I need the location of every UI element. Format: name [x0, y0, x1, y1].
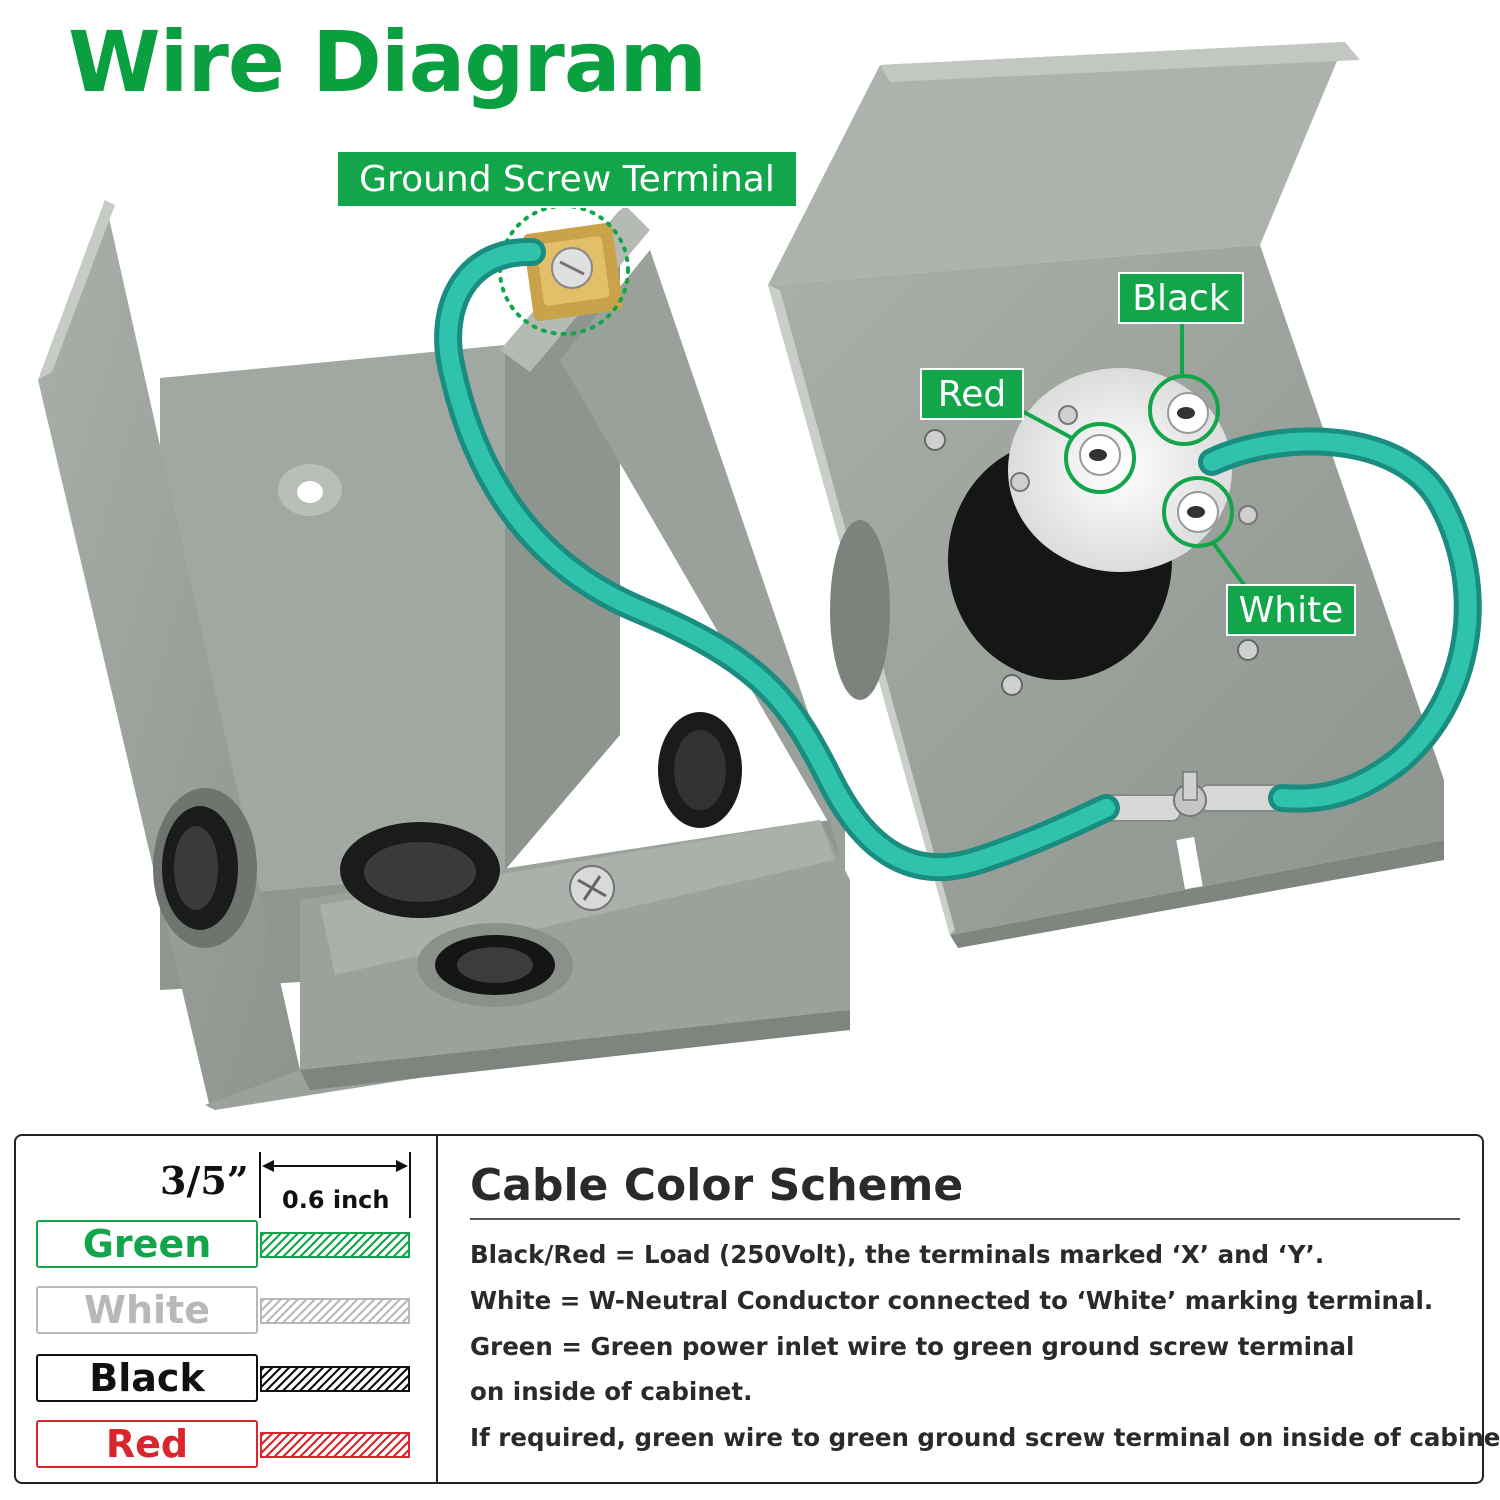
- strip-length-fraction: 3/5”: [160, 1158, 249, 1203]
- red-terminal-ring: [1064, 422, 1136, 494]
- white-leader-line: [1212, 542, 1250, 592]
- scheme-line: on inside of cabinet.: [470, 1377, 753, 1406]
- inlet-box-illustration: [38, 42, 1482, 1110]
- ground-lug: [1099, 771, 1281, 822]
- strip-length-dimension: [259, 1152, 411, 1218]
- strip-length-metric: 0.6 inch: [282, 1186, 390, 1214]
- wire-name: Green: [82, 1222, 212, 1266]
- wire-strip-red: [260, 1432, 410, 1458]
- wire-name: Black: [89, 1356, 205, 1400]
- red-leader-line: [1019, 408, 1073, 440]
- diagram-title: Wire Diagram: [68, 13, 707, 111]
- scheme-line: White = W-Neutral Conductor connected to…: [470, 1286, 1434, 1315]
- box-back-wall: [160, 345, 505, 900]
- red-terminal-label: Red: [920, 368, 1024, 420]
- grommet: [658, 712, 742, 828]
- white-terminal-ring: [1162, 476, 1234, 548]
- wire-name: White: [84, 1288, 210, 1332]
- scheme-line: If required, green wire to green ground …: [470, 1423, 1500, 1452]
- grommet: [340, 822, 500, 918]
- terminal-red: [1089, 449, 1107, 461]
- cover-slot: [1176, 836, 1203, 890]
- wire-label-red: Red: [36, 1420, 258, 1468]
- grommet: [153, 788, 257, 948]
- wire-label-green: Green: [36, 1220, 258, 1268]
- wire-strip-black: [260, 1366, 410, 1392]
- left-box: [38, 200, 850, 1110]
- wire-label-black: Black: [36, 1354, 258, 1402]
- ground-screw-terminal: [523, 222, 623, 322]
- cover-hinge-panel: [768, 42, 1345, 285]
- wire-label-white: White: [36, 1286, 258, 1334]
- mount-hole: [297, 481, 323, 503]
- scheme-title-rule: [470, 1218, 1460, 1220]
- scheme-line: Black/Red = Load (250Volt), the terminal…: [470, 1240, 1325, 1269]
- terminal-white: [1187, 506, 1205, 518]
- panel-divider: [436, 1136, 438, 1482]
- white-terminal-label: White: [1226, 584, 1356, 636]
- wire-name: Red: [105, 1422, 189, 1466]
- grommet: [417, 923, 573, 1007]
- wire-strip-white: [260, 1298, 410, 1324]
- cable-color-scheme-title: Cable Color Scheme: [470, 1160, 964, 1211]
- wire-strip-green: [260, 1232, 410, 1258]
- scheme-line: Green = Green power inlet wire to green …: [470, 1332, 1355, 1361]
- terminal-black: [1177, 407, 1195, 419]
- black-terminal-label: Black: [1118, 272, 1244, 324]
- ground-screw-terminal-label: Ground Screw Terminal: [336, 150, 798, 208]
